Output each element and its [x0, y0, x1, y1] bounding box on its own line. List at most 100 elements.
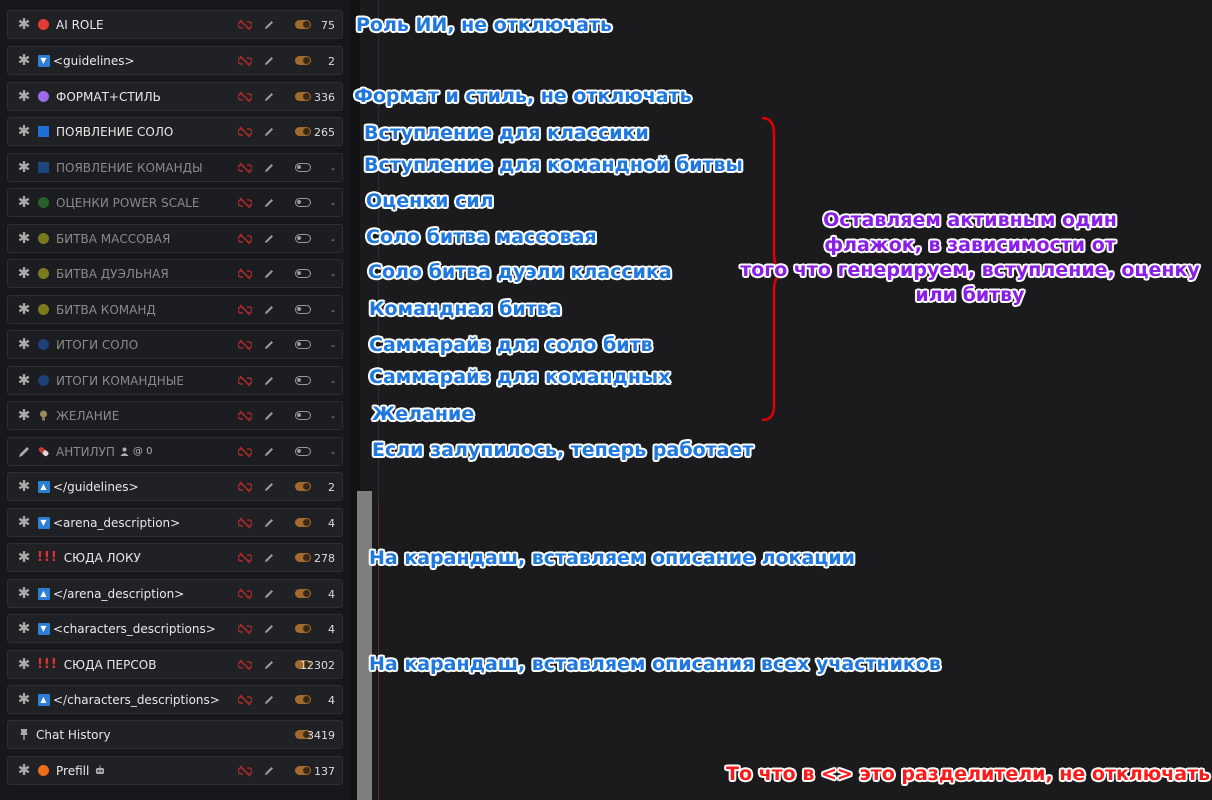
toggle-switch[interactable] — [295, 553, 311, 562]
link-off-icon[interactable] — [238, 232, 252, 246]
drag-handle-icon[interactable]: ✱ — [17, 690, 31, 708]
pencil-icon[interactable] — [263, 623, 275, 635]
drag-handle-icon[interactable]: ✱ — [17, 477, 31, 495]
pencil-icon[interactable] — [263, 481, 275, 493]
drag-handle-icon[interactable]: ✱ — [17, 158, 31, 176]
drag-handle-icon[interactable]: ✱ — [17, 406, 31, 424]
pencil-icon[interactable] — [263, 375, 275, 387]
toggle-switch[interactable] — [295, 447, 311, 456]
prompt-row-guidelines-open[interactable]: ✱ ▼ <guidelines> 2 — [7, 46, 343, 75]
prompt-row-format-style[interactable]: ✱ ФОРМАТ+СТИЛЬ 336 — [7, 82, 343, 111]
pencil-icon[interactable] — [263, 268, 275, 280]
prompt-row-arena-open[interactable]: ✱ ▼ <arena_description> 4 — [7, 508, 343, 537]
scrollbar-thumb[interactable] — [357, 491, 372, 800]
drag-handle-icon[interactable]: ✱ — [17, 761, 31, 779]
prompt-row-characters[interactable]: ✱ !!! СЮДА ПЕРСОВ 12302 — [7, 650, 343, 679]
toggle-switch[interactable] — [295, 340, 311, 349]
drag-handle-icon[interactable]: ✱ — [17, 513, 31, 531]
prompt-row-antiloop[interactable]: АНТИЛУП @ 0 - — [7, 437, 343, 466]
toggle-switch[interactable] — [295, 482, 311, 491]
link-off-icon[interactable] — [238, 338, 252, 352]
pencil-icon[interactable] — [263, 694, 275, 706]
link-off-icon[interactable] — [238, 18, 252, 32]
link-off-icon[interactable] — [238, 303, 252, 317]
link-off-icon[interactable] — [238, 54, 252, 68]
link-off-icon[interactable] — [238, 622, 252, 636]
prompt-row-chat-history[interactable]: Chat History 3419 — [7, 720, 343, 749]
toggle-switch[interactable] — [295, 234, 311, 243]
toggle-switch[interactable] — [295, 56, 311, 65]
prompt-row-guidelines-close[interactable]: ✱ ▲ </guidelines> 2 — [7, 472, 343, 501]
prompt-row-battle-mass[interactable]: ✱ БИТВА МАССОВАЯ - — [7, 224, 343, 253]
toggle-switch[interactable] — [295, 766, 311, 775]
pencil-icon[interactable] — [263, 446, 275, 458]
prompt-row-battle-teams[interactable]: ✱ БИТВА КОМАНД - — [7, 295, 343, 324]
toggle-switch[interactable] — [295, 376, 311, 385]
link-off-icon[interactable] — [238, 764, 252, 778]
drag-handle-icon[interactable]: ✱ — [17, 15, 31, 33]
link-off-icon[interactable] — [238, 516, 252, 530]
drag-handle-icon[interactable]: ✱ — [17, 87, 31, 105]
toggle-switch[interactable] — [295, 127, 311, 136]
link-off-icon[interactable] — [238, 445, 252, 459]
pencil-icon[interactable] — [263, 339, 275, 351]
toggle-switch[interactable] — [295, 695, 311, 704]
drag-handle-icon[interactable]: ✱ — [17, 655, 31, 673]
toggle-switch[interactable] — [295, 518, 311, 527]
drag-handle-icon[interactable]: ✱ — [17, 371, 31, 389]
pencil-icon[interactable] — [263, 659, 275, 671]
link-off-icon[interactable] — [238, 587, 252, 601]
scrollbar-track[interactable] — [350, 0, 360, 800]
drag-handle-icon[interactable]: ✱ — [17, 300, 31, 318]
link-off-icon[interactable] — [238, 90, 252, 104]
link-off-icon[interactable] — [238, 125, 252, 139]
toggle-switch[interactable] — [295, 624, 311, 633]
link-off-icon[interactable] — [238, 374, 252, 388]
prompt-row-battle-duel[interactable]: ✱ БИТВА ДУЭЛЬНАЯ - — [7, 259, 343, 288]
link-off-icon[interactable] — [238, 267, 252, 281]
toggle-switch[interactable] — [295, 589, 311, 598]
prompt-row-intro-solo[interactable]: ✱ ПОЯВЛЕНИЕ СОЛО 265 — [7, 117, 343, 146]
drag-handle-icon[interactable]: ✱ — [17, 619, 31, 637]
link-off-icon[interactable] — [238, 658, 252, 672]
drag-handle-icon[interactable]: ✱ — [17, 548, 31, 566]
link-off-icon[interactable] — [238, 161, 252, 175]
drag-handle-icon[interactable]: ✱ — [17, 264, 31, 282]
pencil-icon[interactable] — [263, 588, 275, 600]
prompt-row-summary-team[interactable]: ✱ ИТОГИ КОМАНДНЫЕ - — [7, 366, 343, 395]
pencil-icon[interactable] — [263, 55, 275, 67]
drag-handle-icon[interactable]: ✱ — [17, 335, 31, 353]
pencil-icon[interactable] — [263, 552, 275, 564]
toggle-switch[interactable] — [295, 305, 311, 314]
prompt-row-summary-solo[interactable]: ✱ ИТОГИ СОЛО - — [7, 330, 343, 359]
prompt-row-prefill[interactable]: ✱ Prefill 137 — [7, 756, 343, 785]
link-off-icon[interactable] — [238, 196, 252, 210]
pencil-icon[interactable] — [263, 765, 275, 777]
prompt-row-arena-close[interactable]: ✱ ▲ </arena_description> 4 — [7, 579, 343, 608]
prompt-row-power-scale[interactable]: ✱ ОЦЕНКИ POWER SCALE - — [7, 188, 343, 217]
pencil-icon[interactable] — [263, 410, 275, 422]
drag-handle-icon[interactable]: ✱ — [17, 122, 31, 140]
toggle-switch[interactable] — [295, 163, 311, 172]
toggle-switch[interactable] — [295, 269, 311, 278]
link-off-icon[interactable] — [238, 551, 252, 565]
prompt-row-wish[interactable]: ✱ ЖЕЛАНИЕ - — [7, 401, 343, 430]
pencil-icon[interactable] — [263, 517, 275, 529]
drag-handle-icon[interactable]: ✱ — [17, 51, 31, 69]
pencil-icon[interactable] — [263, 162, 275, 174]
drag-handle-icon[interactable]: ✱ — [17, 229, 31, 247]
drag-handle-icon[interactable]: ✱ — [17, 193, 31, 211]
pen-handle-icon[interactable] — [17, 445, 31, 459]
link-off-icon[interactable] — [238, 480, 252, 494]
link-off-icon[interactable] — [238, 409, 252, 423]
prompt-row-location[interactable]: ✱ !!! СЮДА ЛОКУ 278 — [7, 543, 343, 572]
toggle-switch[interactable] — [295, 730, 311, 739]
pencil-icon[interactable] — [263, 197, 275, 209]
prompt-row-characters-open[interactable]: ✱ ▼ <characters_descriptions> 4 — [7, 614, 343, 643]
pencil-icon[interactable] — [263, 91, 275, 103]
prompt-row-ai-role[interactable]: ✱ AI ROLE 75 — [7, 10, 343, 39]
pencil-icon[interactable] — [263, 19, 275, 31]
toggle-switch[interactable] — [295, 198, 311, 207]
toggle-switch[interactable] — [295, 660, 311, 669]
prompt-row-intro-team[interactable]: ✱ ПОЯВЛЕНИЕ КОМАНДЫ - — [7, 153, 343, 182]
